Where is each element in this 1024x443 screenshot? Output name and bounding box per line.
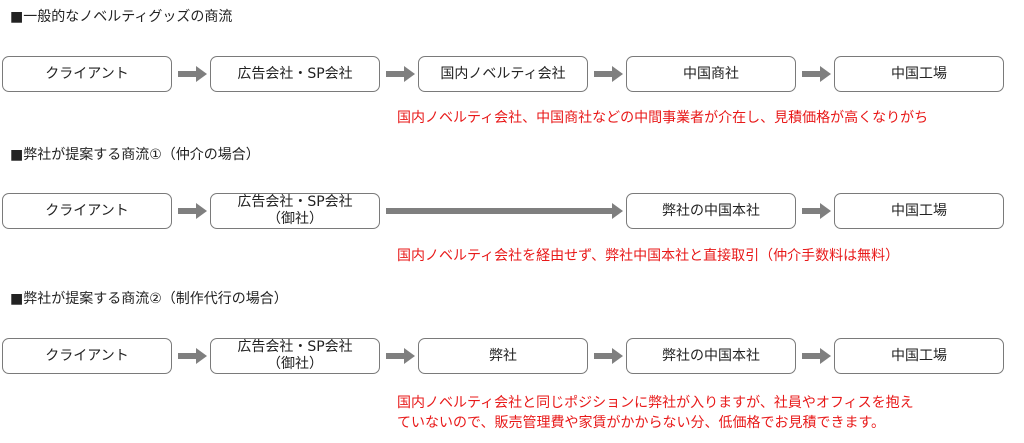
- node-china-hq-3: 弊社の中国本社: [626, 338, 796, 374]
- arrow-right-icon: [802, 348, 831, 364]
- arrow-right-icon: [178, 348, 207, 364]
- arrow-right-icon: [802, 203, 831, 219]
- node-china-factory-3: 中国工場: [834, 338, 1004, 374]
- node-our-company-3: 弊社: [418, 338, 588, 374]
- node-china-factory-2: 中国工場: [834, 193, 1004, 229]
- node-label: 広告会社・SP会社: [237, 65, 353, 82]
- node-label: クライアント: [45, 65, 129, 82]
- arrow-right-icon: [386, 66, 415, 82]
- node-agency-3: 広告会社・SP会社 （御社）: [210, 338, 380, 374]
- node-label: 中国工場: [891, 347, 947, 364]
- section3-note-line1: 国内ノベルティ会社と同じポジションに弊社が入りますが、社員やオフィスを抱え: [397, 395, 914, 411]
- section2-note: 国内ノベルティ会社を経由せず、弊社中国本社と直接取引（仲介手数料は無料）: [397, 248, 900, 264]
- node-label: 中国工場: [891, 65, 947, 82]
- section1-heading: ■一般的なノベルティグッズの商流: [10, 9, 233, 25]
- node-label: クライアント: [45, 202, 129, 219]
- node-china-factory-1: 中国工場: [834, 56, 1004, 92]
- arrow-right-icon: [802, 66, 831, 82]
- node-label: 中国商社: [683, 65, 739, 82]
- node-label: 国内ノベルティ会社: [440, 65, 566, 82]
- node-label: 弊社の中国本社: [662, 202, 760, 219]
- node-label: 弊社: [489, 347, 517, 364]
- arrow-right-icon: [386, 348, 415, 364]
- node-client-2: クライアント: [2, 193, 172, 229]
- arrow-right-icon: [594, 348, 623, 364]
- node-label: クライアント: [45, 347, 129, 364]
- node-agency-2: 広告会社・SP会社 （御社）: [210, 193, 380, 229]
- section2-heading: ■弊社が提案する商流①（仲介の場合）: [10, 147, 260, 163]
- node-client-3: クライアント: [2, 338, 172, 374]
- node-domestic-novelty-1: 国内ノベルティ会社: [418, 56, 588, 92]
- node-label: 弊社の中国本社: [662, 347, 760, 364]
- node-label: 広告会社・SP会社: [237, 194, 353, 210]
- section3-note-line2: ていないので、販売管理費や家賃がかからない分、低価格でお見積できます。: [397, 415, 886, 431]
- node-label: 中国工場: [891, 202, 947, 219]
- node-client-1: クライアント: [2, 56, 172, 92]
- node-china-hq-2: 弊社の中国本社: [626, 193, 796, 229]
- node-agency-1: 広告会社・SP会社: [210, 56, 380, 92]
- section3-heading: ■弊社が提案する商流②（制作代行の場合）: [10, 291, 288, 307]
- arrow-right-icon: [178, 203, 207, 219]
- node-sublabel: （御社）: [267, 211, 323, 227]
- arrow-right-icon: [178, 66, 207, 82]
- arrow-right-icon: [594, 66, 623, 82]
- long-arrow-right-icon: [386, 203, 623, 219]
- node-label: 広告会社・SP会社: [237, 339, 353, 355]
- section1-note: 国内ノベルティ会社、中国商社などの中間事業者が介在し、見積価格が高くなりがち: [397, 110, 929, 126]
- node-sublabel: （御社）: [267, 356, 323, 372]
- node-china-trading-1: 中国商社: [626, 56, 796, 92]
